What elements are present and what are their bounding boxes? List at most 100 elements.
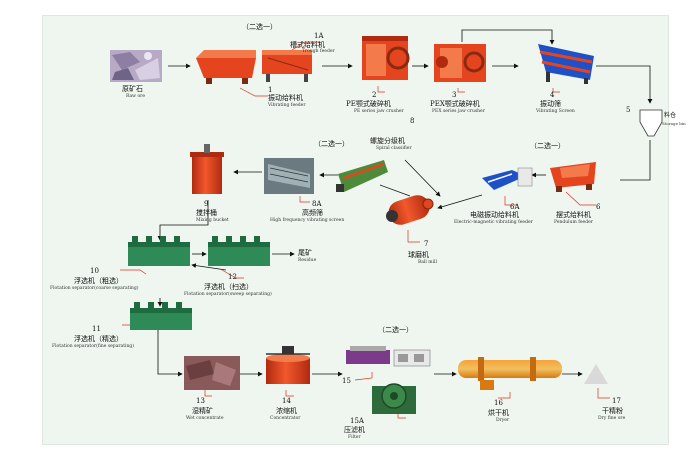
pex-crusher-num: 3	[452, 91, 457, 99]
filter-15a-en: Filter	[348, 435, 361, 440]
flow-arrows	[157, 29, 653, 377]
dryer-label: 烘干机	[488, 409, 509, 417]
vibrating-screen-num: 4	[550, 91, 555, 99]
pe-jaw-crusher-image	[362, 36, 410, 80]
rotary-dryer-image	[458, 357, 562, 390]
flotation-fine-image	[130, 302, 192, 330]
vibrating-feeder-en: Vibrating feeder	[268, 103, 306, 108]
em-feeder-en: Electric-magnetic vibrating feeder	[454, 220, 533, 225]
em-feeder-num: 6A	[510, 203, 520, 211]
hf-screen-num: 8A	[312, 200, 322, 208]
pex-crusher-en: PEX series jaw crusher	[432, 109, 485, 114]
raw-ore-label: 原矿石	[122, 85, 143, 93]
spiral-classifier-label: 螺旋分级机	[370, 137, 405, 145]
vibrating-screen-image	[538, 44, 594, 84]
mixing-bucket-image	[190, 144, 224, 194]
storage-bin-en: Storage bin	[662, 121, 686, 126]
flotation-rough-image	[128, 236, 190, 266]
arrow-screen-to-bin	[596, 65, 653, 104]
pendulum-feeder-image	[550, 162, 596, 192]
mixing-bucket-num: 9	[204, 200, 209, 208]
vibrating-screen-en: Vibrating Screen	[536, 109, 575, 114]
arrow-mill-to-classifier	[379, 184, 411, 197]
flot-rough-en: Flotation separator(coarse separating)	[50, 286, 139, 291]
filter-15a-num: 15A	[350, 417, 364, 425]
pendulum-feeder-num: 6	[596, 203, 601, 211]
concentrator-en: Concentrator	[270, 416, 301, 421]
pe-crusher-en: PE series jaw crusher	[354, 109, 404, 114]
ball-mill-en: Ball mill	[418, 260, 437, 265]
select-one-label: （二选一）	[530, 142, 565, 150]
arrow-classifier-return	[404, 159, 441, 197]
flot-sweep-num: 12	[228, 273, 237, 281]
vibrating-screen-label: 振动筛	[540, 100, 561, 108]
filter-15-num: 15	[342, 377, 351, 385]
storage-bin-label: 料仓	[664, 112, 677, 119]
residue-en: Residue	[298, 258, 317, 263]
ball-mill-label: 球磨机	[408, 251, 429, 259]
ball-mill-num: 7	[424, 240, 429, 248]
storage-bin-num: 5	[626, 106, 631, 114]
spiral-classifier-image	[336, 160, 388, 192]
flot-fine-en: Flotation separator(fine separating)	[52, 344, 134, 349]
raw-ore-en: Raw ore	[126, 94, 145, 99]
select-one-label: （二选一）	[242, 23, 277, 31]
vibrating-feeder-image	[196, 50, 256, 84]
arrow-sweep-return	[191, 263, 227, 271]
dry-fine-ore-image	[584, 364, 608, 384]
arrow-em-to-mill	[437, 194, 483, 210]
arrow-fine-to-wet	[157, 330, 183, 377]
pex-jaw-crusher-image	[434, 44, 486, 82]
dry-fine-num: 17	[612, 397, 621, 405]
storage-bin-image	[639, 109, 663, 137]
diagram-frame	[42, 15, 669, 445]
raw-ore-image	[110, 50, 162, 82]
trough-feeder-label: 槽式给料机	[290, 41, 325, 49]
vibrating-feeder-label: 振动给料机	[268, 94, 303, 102]
flot-rough-num: 10	[90, 267, 99, 275]
flot-sweep-en: Flotation separator(sweep separating)	[184, 292, 272, 297]
arrow-screen-return	[461, 29, 555, 45]
dryer-en: Dryer	[496, 418, 510, 423]
wet-conc-label: 湿精矿	[192, 407, 213, 415]
spiral-classifier-en: Spiral classifier	[376, 146, 412, 151]
arrow-bin-to-feeder	[620, 140, 651, 181]
filter-15a-label: 压滤机	[344, 426, 365, 434]
wet-conc-num: 13	[196, 397, 205, 405]
flot-rough-label: 浮选机（粗选）	[74, 277, 123, 285]
em-feeder-label: 电磁振动给料机	[470, 211, 519, 219]
disc-filter-image	[372, 383, 416, 414]
pex-crusher-label: PEX颚式破碎机	[430, 100, 480, 108]
concentrator-image	[266, 346, 310, 384]
wet-conc-en: Wet concentrate	[186, 416, 224, 421]
hf-screen-en: High frequency vibrating screen	[270, 218, 345, 223]
dry-fine-label: 干精粉	[602, 407, 623, 415]
dry-fine-en: Dry fine ore	[598, 416, 626, 421]
trough-feeder-en: Trough feeder	[302, 49, 335, 54]
flotation-sweep-image	[208, 236, 270, 266]
filter-press-image	[346, 346, 431, 367]
arrow-bucket-to-flotation	[157, 200, 209, 241]
pendulum-feeder-label: 摆式给料机	[556, 211, 591, 219]
pe-crusher-label: PE颚式破碎机	[346, 100, 391, 108]
residue-label: 尾矿	[298, 249, 312, 257]
select-one-label: （二选一）	[314, 140, 349, 148]
concentrator-num: 14	[282, 397, 291, 405]
wet-concentrate-image	[184, 356, 240, 390]
mixing-bucket-en: Mixing bucket	[196, 218, 229, 223]
flot-sweep-label: 浮选机（扫选）	[204, 283, 253, 291]
flot-fine-num: 11	[92, 325, 101, 333]
flot-fine-label: 浮选机（精选）	[74, 335, 123, 343]
pe-crusher-num: 2	[372, 91, 377, 99]
hf-screen-image	[264, 158, 314, 194]
trough-feeder-num: 1A	[314, 32, 324, 40]
ball-mill-image	[386, 195, 434, 225]
trough-feeder-image	[262, 50, 312, 82]
spiral-classifier-num: 8	[410, 117, 415, 125]
hf-screen-label: 高频筛	[302, 209, 323, 217]
pendulum-feeder-en: Pendulum feeder	[554, 220, 593, 225]
select-one-label: （二选一）	[378, 326, 413, 334]
vibrating-feeder-num: 1	[268, 86, 273, 94]
dryer-num: 16	[494, 399, 503, 407]
